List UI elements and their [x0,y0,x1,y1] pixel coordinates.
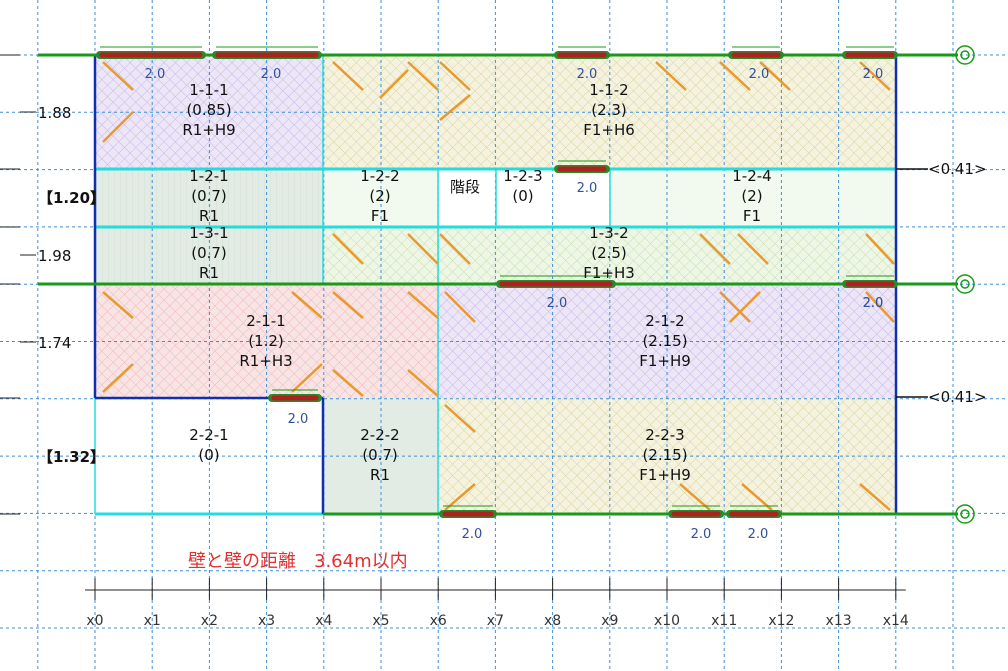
wall-length-label: 2.0 [748,527,769,542]
cell-label-2-2-3: 2-2-3 [645,426,684,444]
grid-label-x11: x11 [711,613,737,629]
wall-length-label: 2.0 [863,296,884,311]
cell-label-1-2-2: F1 [371,207,389,225]
cell-label-2-2-3: (2.15) [642,446,687,464]
wall-length-label: 2.0 [863,67,884,82]
zone-1-2-4 [610,169,896,227]
grid-label-x6: x6 [430,613,447,629]
grid-label-x0: x0 [86,613,103,629]
cell-label-2-2-1: (0) [198,446,219,464]
cyan-lines [94,55,896,516]
grid-label-x5: x5 [372,613,389,629]
wall-length-label: 2.0 [577,67,598,82]
wall-length-label: 2.0 [261,67,282,82]
grid-label-x7: x7 [487,613,504,629]
grid-label-x2: x2 [201,613,218,629]
cell-label-1-3-1: 1-3-1 [189,224,228,242]
grid-label-x12: x12 [768,613,794,629]
cell-label-stairs: 階段 [450,178,480,196]
axis-markers [955,45,975,524]
cell-label-2-2-1: 2-2-1 [189,426,228,444]
cell-label-1-3-2: F1+H3 [583,264,635,282]
cell-label-2-2-3: F1+H9 [639,466,691,484]
right-dimensions: <0.41> <0.41> [896,160,987,406]
cell-label-1-2-3: 1-2-3 [503,167,542,185]
cell-label-2-1-1: (1.2) [248,332,284,350]
wall-length-label: 2.0 [691,527,712,542]
cell-label-1-2-4: (2) [741,187,762,205]
cell-label-1-1-2: F1+H6 [583,121,635,139]
cell-label-2-2-2: R1 [370,466,390,484]
grid-label-x1: x1 [144,613,161,629]
bottom-axis-ticks [85,578,906,600]
cell-label-1-1-1: R1+H9 [182,121,235,139]
grid-label-x8: x8 [544,613,561,629]
cell-label-2-1-1: R1+H3 [239,352,292,370]
cell-label-1-1-1: 1-1-1 [189,81,228,99]
row-dimension-label: 【1.32】 [38,448,105,466]
left-dimension-ticks [0,54,36,515]
row-dimension-label: 1.88 [38,104,71,122]
wall-length-label: 2.0 [462,527,483,542]
cell-label-1-2-1: (0.7) [191,187,227,205]
cell-label-1-2-2: (2) [369,187,390,205]
cell-label-1-1-2: 1-1-2 [589,81,628,99]
cell-label-1-2-4: F1 [743,207,761,225]
right-dimension-label: <0.41> [928,388,987,406]
grid-label-x3: x3 [258,613,275,629]
cell-label-2-1-2: F1+H9 [639,352,691,370]
wall-length-label: 2.0 [288,412,309,427]
grid-label-x14: x14 [883,613,909,629]
cell-label-2-1-1: 2-1-1 [246,312,285,330]
wall-length-label: 2.0 [863,296,884,311]
cell-label-1-2-3: (0) [512,187,533,205]
grid-label-x9: x9 [601,613,618,629]
row-dimension-label: 1.74 [38,334,71,352]
cell-label-1-3-2: (2.5) [591,244,627,262]
cell-label-1-2-1: 1-2-1 [189,167,228,185]
wall-length-label: 2.0 [145,67,166,82]
row-dimension-label: 【1.20】 [38,189,105,207]
cell-label-2-2-2: 2-2-2 [360,426,399,444]
cell-label-1-1-1: (0.85) [186,101,231,119]
cell-label-1-3-1: (0.7) [191,244,227,262]
grid-label-x4: x4 [315,613,332,629]
braces [102,61,895,511]
cell-label-2-1-2: 2-1-2 [645,312,684,330]
row-dimensions: 1.88 【1.20】 1.98 1.74 【1.32】 [38,104,105,466]
grid-axis-labels: x0 x1 x2 x3 x4 x5 x6 x7 x8 x9 x10 x11 x12 x13 x14 [86,613,909,629]
cell-label-1-3-2: 1-3-2 [589,224,628,242]
grid-label-x10: x10 [654,613,680,629]
wall-distance-note: 壁と壁の距離 3.64m以内 [188,551,408,572]
cell-label-1-1-2: (2.3) [591,101,627,119]
cell-label-1-2-4: 1-2-4 [732,167,771,185]
cell-label-2-2-2: (0.7) [362,446,398,464]
cell-labels: 1-1-1 (0.85) R1+H9 1-1-2 (2.3) F1+H6 1-2-1 (0.7… [182,81,771,484]
cell-label-1-2-1: R1 [199,207,219,225]
right-dimension-label: <0.41> [928,160,987,178]
cell-label-2-1-2: (2.15) [642,332,687,350]
cell-label-1-2-2: 1-2-2 [360,167,399,185]
wall-length-label: 2.0 [749,67,770,82]
wall-length-label: 2.0 [577,181,598,196]
zone-stairs [438,169,496,227]
grid-label-x13: x13 [826,613,852,629]
cell-label-1-3-1: R1 [199,264,219,282]
wall-length-label: 2.0 [547,296,568,311]
bearing-walls [96,46,898,518]
row-dimension-label: 1.98 [38,247,71,265]
